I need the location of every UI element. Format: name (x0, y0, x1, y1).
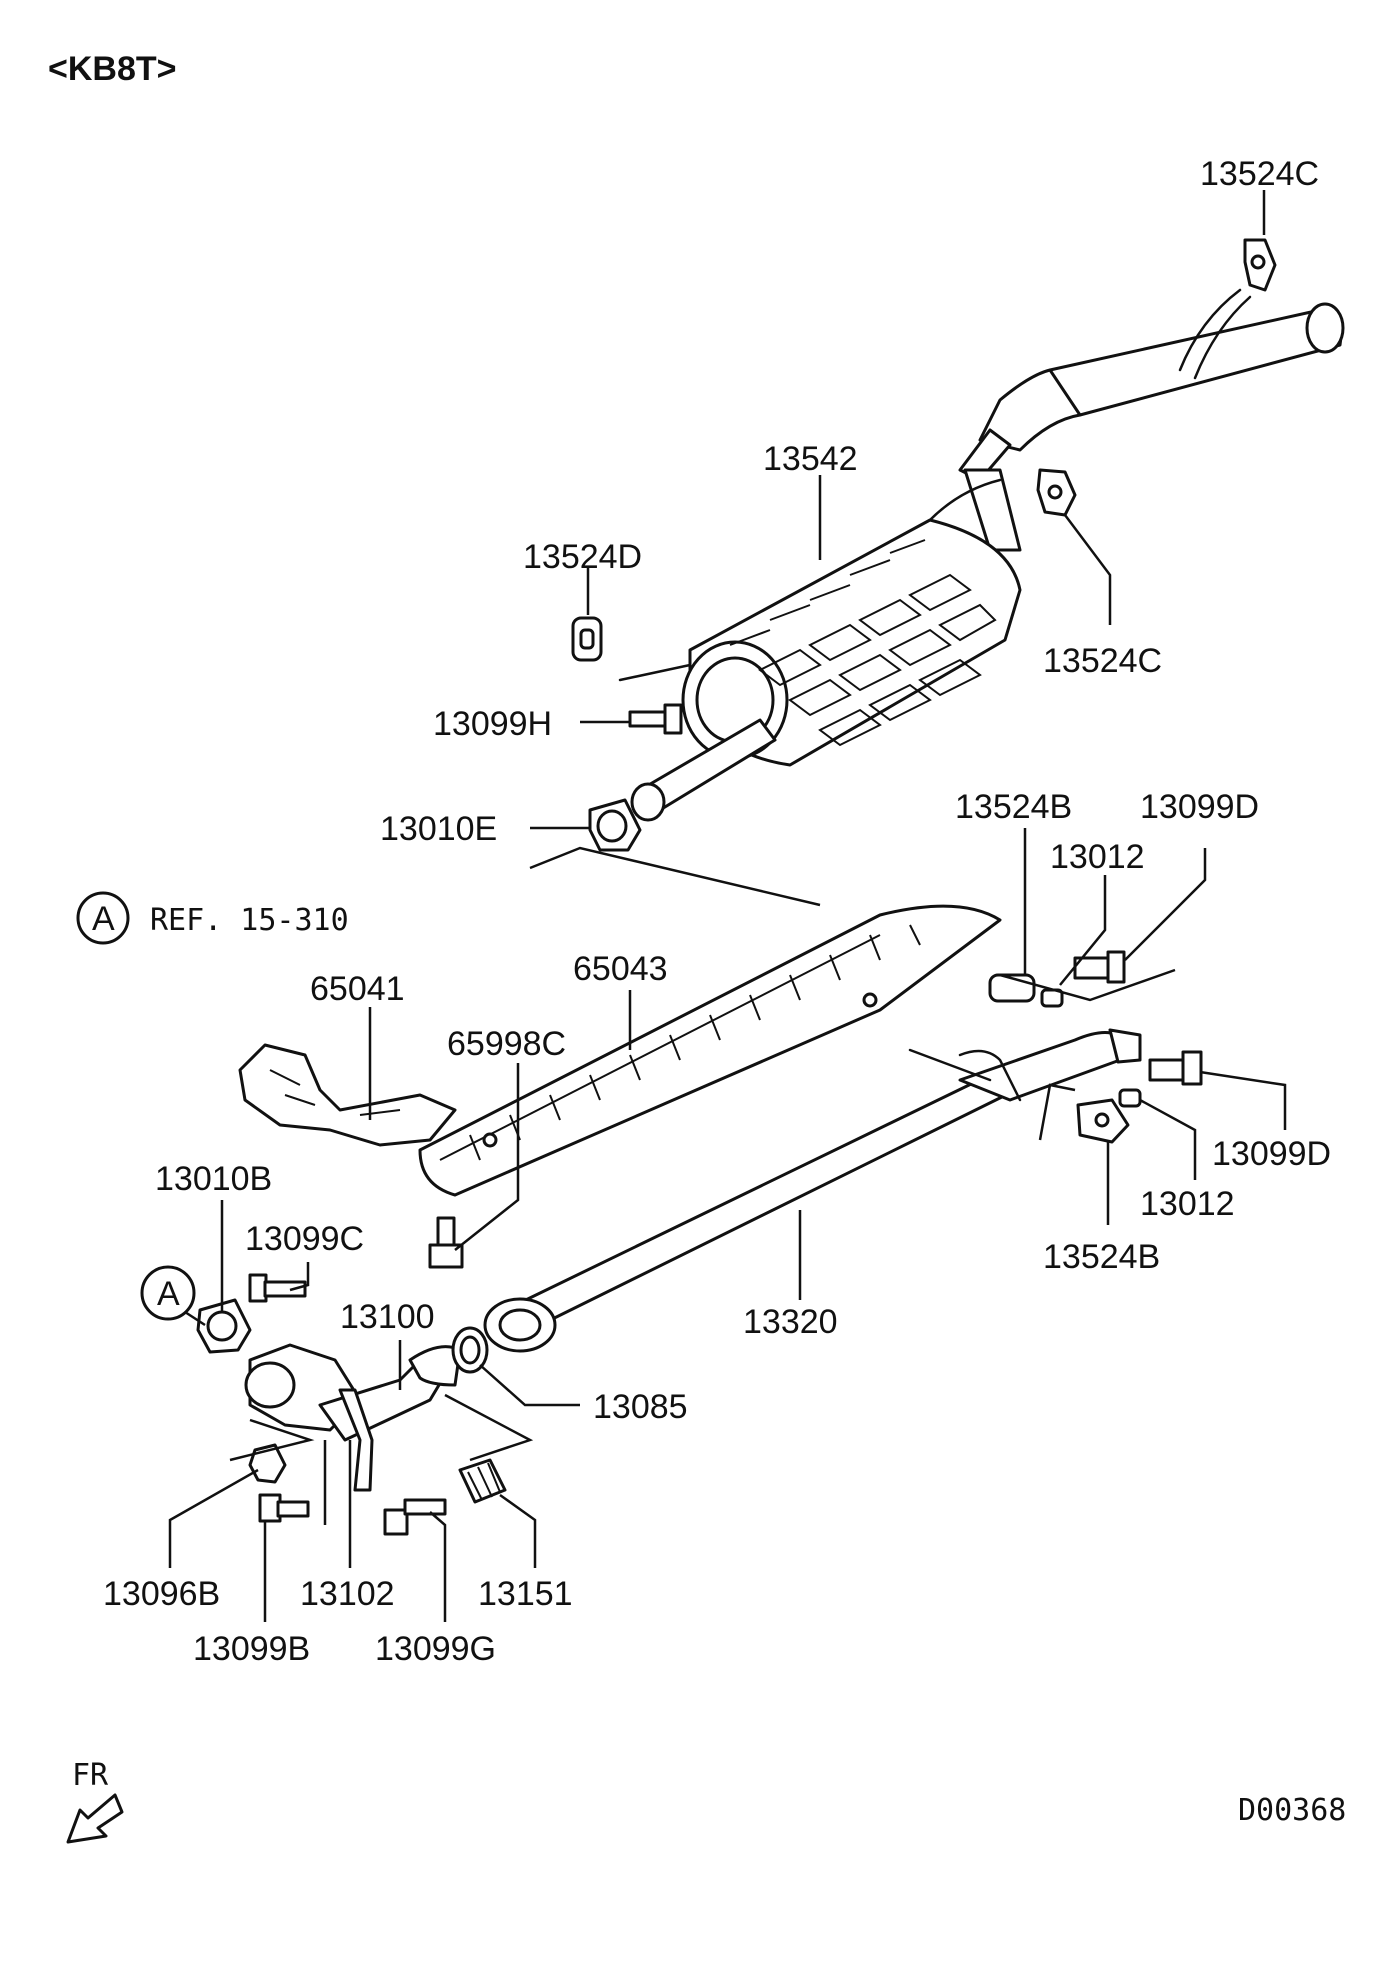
label-13320: 13320 (743, 1303, 838, 1341)
label-13012-right: 13012 (1140, 1185, 1235, 1223)
leader-lines (168, 190, 1287, 1622)
label-13099d-right: 13099D (1212, 1135, 1331, 1173)
front-pipe-13100 (244, 1343, 462, 1492)
label-13524c-top: 13524C (1200, 155, 1319, 193)
hanger-13524d (571, 616, 603, 662)
bolt-65998c (428, 1216, 464, 1269)
spring-13151 (458, 1458, 507, 1504)
label-13524c-mid: 13524C (1043, 642, 1162, 680)
hanger-13524c-mid (1036, 468, 1077, 517)
reference-note: A REF. 15-310 (76, 891, 349, 945)
label-13151: 13151 (478, 1575, 573, 1613)
label-13524b-top: 13524B (955, 788, 1072, 826)
leader-section-front-right (444, 1393, 534, 1462)
label-13099d-top: 13099D (1140, 788, 1259, 826)
front-direction-indicator: FR (66, 1758, 124, 1844)
nut-13096b (248, 1443, 287, 1484)
reference-text: REF. 15-310 (150, 903, 349, 938)
label-13099h: 13099H (433, 705, 552, 743)
label-13099g: 13099G (375, 1630, 496, 1668)
drawing-code: D00368 (1238, 1793, 1346, 1828)
label-13102: 13102 (300, 1575, 395, 1613)
bolt-13099c (248, 1273, 307, 1303)
front-arrow-icon (66, 1793, 124, 1844)
label-13099b: 13099B (193, 1630, 310, 1668)
bolt-13099g (383, 1498, 447, 1536)
bolt-13099b (258, 1493, 310, 1523)
label-13010e: 13010E (380, 810, 497, 848)
label-13096b: 13096B (103, 1575, 220, 1613)
label-13524d: 13524D (523, 538, 642, 576)
label-13085: 13085 (593, 1388, 688, 1426)
seal-ring-13085 (451, 1326, 489, 1374)
leader-section-line-right (999, 968, 1176, 1002)
collar-13012-right (1118, 1088, 1142, 1108)
bolt-13099h (628, 703, 683, 735)
label-13010b: 13010B (155, 1160, 272, 1198)
hanger-13524b-right (1076, 1098, 1130, 1144)
diagram-title: <KB8T> (48, 50, 177, 88)
label-13099c: 13099C (245, 1220, 364, 1258)
hanger-13524c-top (1243, 238, 1277, 292)
label-65041: 65041 (310, 970, 405, 1008)
label-65043: 65043 (573, 950, 668, 988)
gasket-13010b (196, 1298, 252, 1354)
bolt-13099d-right (1148, 1050, 1203, 1086)
center-pipe-13320 (483, 1028, 1142, 1353)
label-65998c: 65998C (447, 1025, 566, 1063)
part-labels: 13524C 13542 13524D 13524C 13099H 13010E… (103, 155, 1331, 1668)
tail-pipe (958, 288, 1345, 552)
leader-section-front (229, 1418, 315, 1462)
front-direction-text: FR (72, 1758, 109, 1793)
label-13012-top: 13012 (1050, 838, 1145, 876)
muffler-13542 (618, 478, 1022, 822)
label-13100: 13100 (340, 1298, 435, 1336)
leader-section-line (529, 846, 821, 907)
callout-circle-letter: A (157, 1275, 180, 1313)
label-13524b-right: 13524B (1043, 1238, 1160, 1276)
leader-section-line-lower (1038, 1083, 1076, 1141)
reference-circle-letter: A (92, 900, 115, 938)
heat-protector-65043 (418, 904, 1002, 1197)
heat-protector-65041 (238, 1043, 457, 1147)
callout-circle-a: A (140, 1265, 206, 1327)
label-13542: 13542 (763, 440, 858, 478)
gasket-13010e (588, 798, 642, 852)
